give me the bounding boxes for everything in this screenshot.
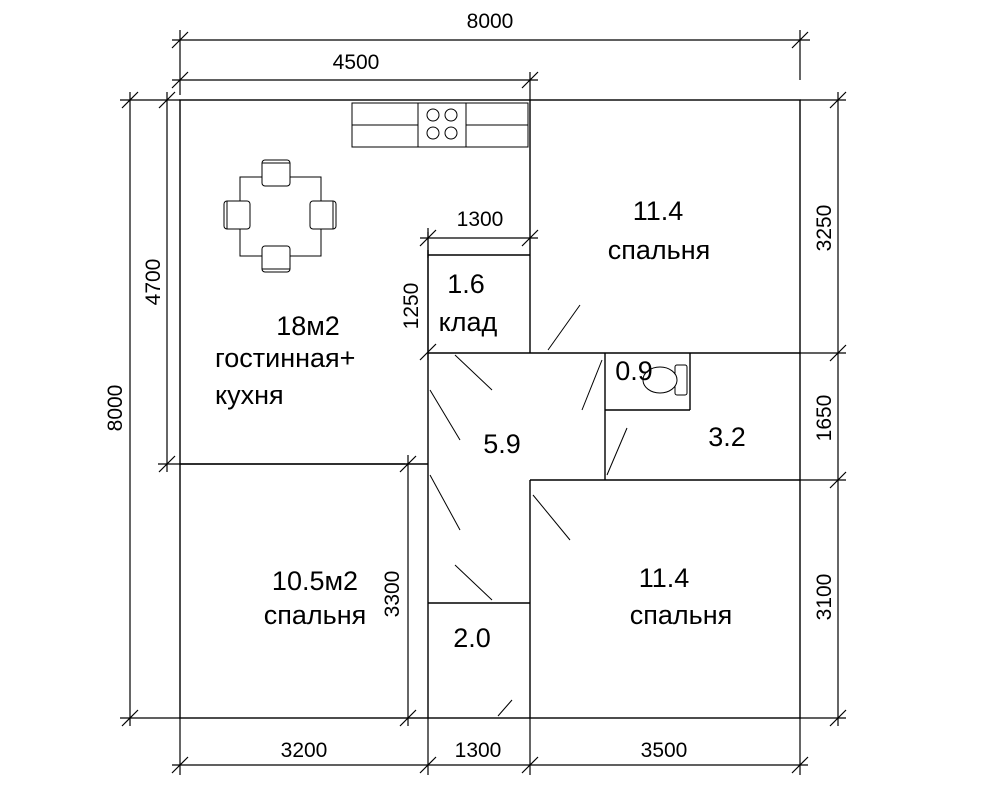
bedroom-top-right-name: спальня <box>608 235 711 265</box>
living-name-2: кухня <box>215 380 284 410</box>
bedroom-bottom-left-area: 10.5м2 <box>272 566 358 596</box>
dim-bottom-middle: 1300 <box>455 739 502 762</box>
dim-right-bottom: 3100 <box>813 574 836 621</box>
walls <box>179 99 801 719</box>
dim-top-total: 8000 <box>467 10 514 33</box>
wc-area: 0.9 <box>615 356 653 386</box>
hall-area: 5.9 <box>483 429 521 459</box>
bedroom-top-right-area: 11.4 <box>633 196 684 226</box>
closet-name: клад <box>439 307 498 337</box>
stove-icon <box>417 102 467 148</box>
closet-area: 1.6 <box>447 269 485 299</box>
door-swings <box>429 304 628 717</box>
bath-area: 3.2 <box>708 422 746 452</box>
bedroom-bottom-right-area: 11.4 <box>639 563 690 593</box>
living-name: гостинная+ <box>215 343 355 373</box>
toilet-icon <box>642 364 688 396</box>
living-area: 18м2 <box>276 311 340 341</box>
dim-left-living: 4700 <box>142 259 165 306</box>
dining-table-icon <box>223 159 337 273</box>
dimension-lines <box>120 30 847 775</box>
dim-left-total: 8000 <box>104 385 127 432</box>
bedroom-bottom-left-name: спальня <box>264 600 367 630</box>
dim-bottom-left: 3200 <box>281 739 328 762</box>
dim-bottom-right: 3500 <box>641 739 688 762</box>
dim-closet-depth: 1250 <box>400 283 423 330</box>
dim-top-kitchen: 4500 <box>333 51 380 74</box>
dim-right-top: 3250 <box>813 205 836 252</box>
kitchen-counter <box>351 102 529 148</box>
bedroom-bottom-right-name: спальня <box>630 600 733 630</box>
dim-right-middle: 1650 <box>813 395 836 442</box>
small-room-area: 2.0 <box>453 623 491 653</box>
dim-closet-width: 1300 <box>457 208 504 231</box>
dim-bedroom-height: 3300 <box>381 571 404 618</box>
